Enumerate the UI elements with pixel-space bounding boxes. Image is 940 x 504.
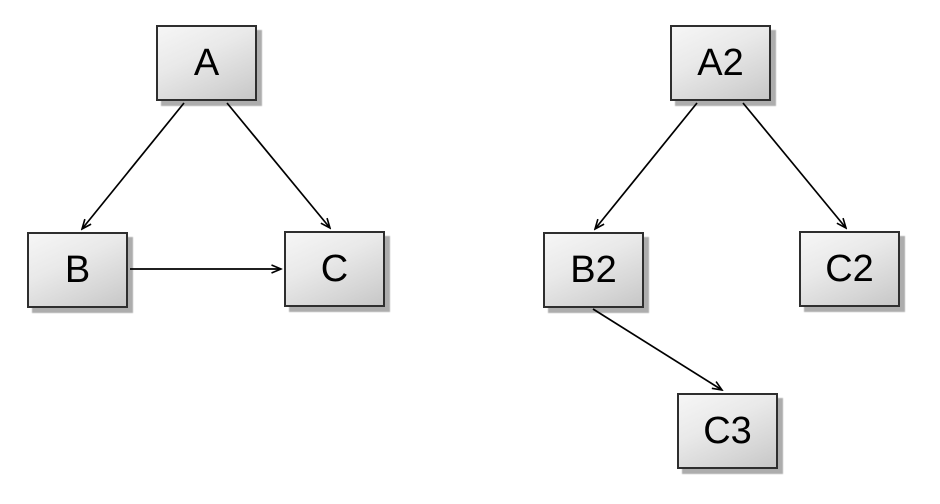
node-b-label: B (64, 249, 91, 291)
node-a2[interactable]: A2 (670, 25, 771, 101)
node-a[interactable]: A (156, 25, 257, 101)
edge-a2-to-c2 (742, 102, 846, 228)
edge-a-to-c (226, 102, 330, 228)
node-b2[interactable]: B2 (543, 232, 644, 308)
edge-a-to-b (82, 102, 185, 229)
edge-b2-to-c3 (592, 308, 722, 390)
node-c2-label: C2 (825, 248, 874, 290)
node-b2-label: B2 (570, 249, 617, 291)
node-c3[interactable]: C3 (677, 393, 778, 469)
node-a2-label: A2 (697, 42, 744, 84)
node-c-label: C (320, 248, 349, 290)
node-c2[interactable]: C2 (799, 231, 900, 307)
node-c[interactable]: C (284, 231, 385, 307)
node-c3-label: C3 (703, 410, 752, 452)
node-a-label: A (193, 42, 220, 84)
node-b[interactable]: B (27, 232, 128, 308)
edge-a2-to-b2 (595, 102, 698, 229)
